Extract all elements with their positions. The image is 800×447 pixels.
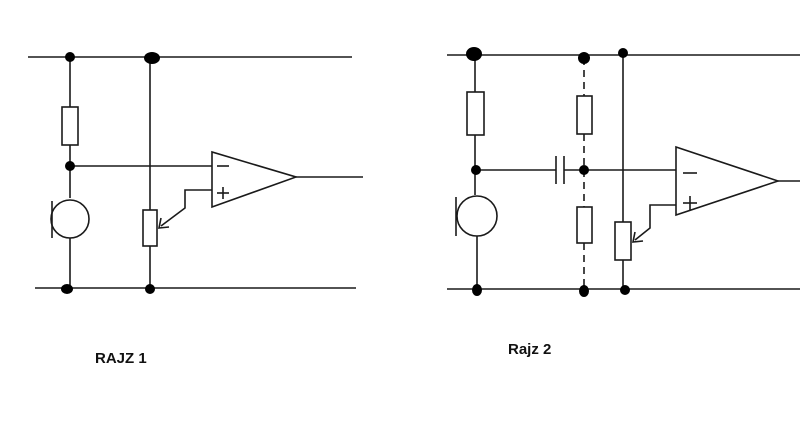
circuit-1 [28,52,363,294]
circuit2-divider-resistor-bottom [576,206,593,244]
circuit2-node [472,284,482,296]
circuit2-node [620,285,630,295]
circuit2-resistor [466,91,485,136]
circuit2-microphone-icon [456,195,498,237]
circuit1-node [61,284,73,294]
circuit2-node [471,165,481,175]
circuit1-resistor [61,106,79,146]
circuit-2 [447,47,800,297]
circuit2-opamp [675,145,781,217]
circuit2-node [578,52,590,64]
circuit2-node [579,165,589,175]
circuit2-node [618,48,628,58]
circuit2-label: Rajz 2 [508,341,552,358]
circuit2-node [466,47,482,61]
circuit1-node [144,52,160,64]
circuit2-node [579,285,589,297]
circuit1-potentiometer [142,209,158,247]
circuit1-microphone-icon [50,199,90,239]
circuit1-wiper-arrow-icon [158,217,170,229]
circuit2-wiper-arrow-icon [632,231,644,243]
circuit2-wiper-wire [634,204,676,241]
circuit1-label: RAJZ 1 [95,350,147,367]
circuit1-node [65,161,75,171]
circuit2-divider-resistor-top [576,95,593,135]
circuit1-wiper-wire [160,189,212,227]
circuit1-node [145,284,155,294]
circuit2-potentiometer [614,221,632,261]
circuit1-node [65,52,75,62]
circuit1-opamp [211,150,299,209]
